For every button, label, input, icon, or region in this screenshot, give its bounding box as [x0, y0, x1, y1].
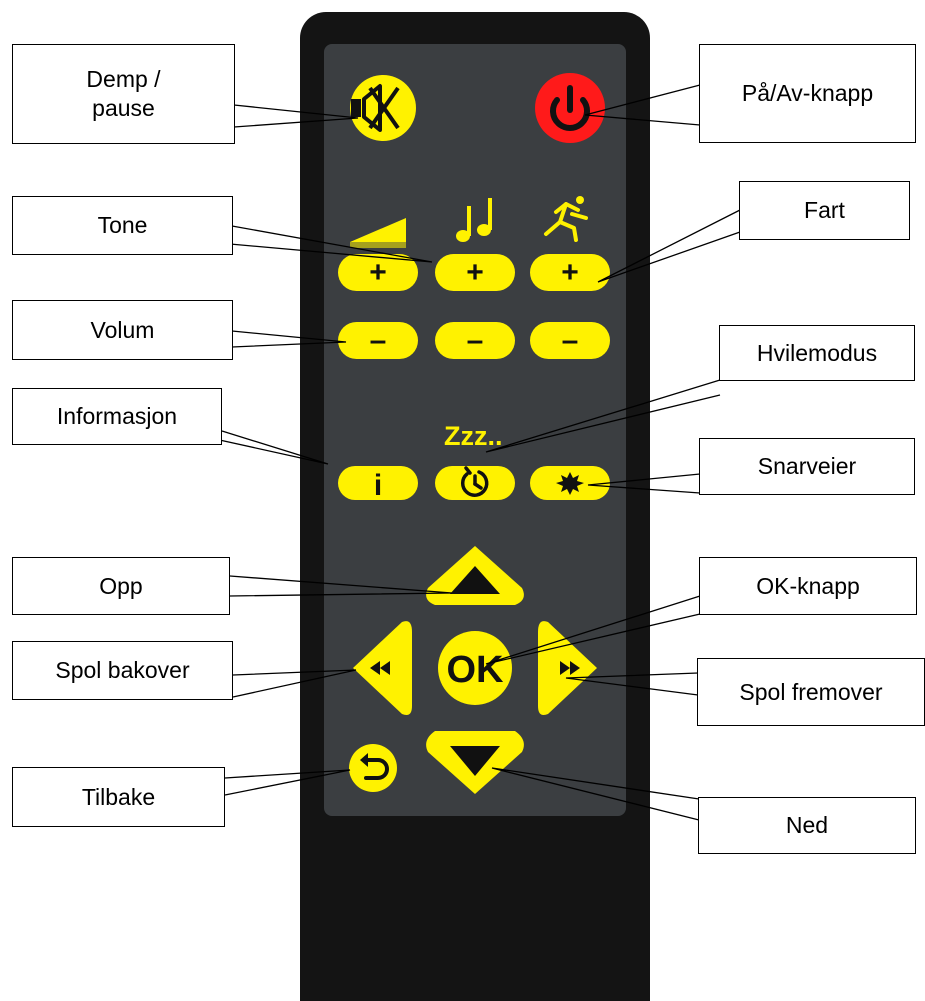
star-burst-icon — [556, 472, 584, 495]
down-button[interactable] — [426, 731, 524, 794]
fast-forward-icon — [560, 661, 580, 675]
speed-minus-label: – — [562, 324, 579, 357]
volume-plus-label: + — [369, 256, 387, 289]
speed-plus-label: + — [561, 256, 579, 289]
callout-rewind: Spol bakover — [12, 641, 233, 700]
forward-button[interactable] — [538, 621, 597, 715]
shortcuts-button[interactable] — [530, 466, 610, 500]
sleep-zzz-label: Zzz.. — [444, 421, 503, 451]
callout-speed: Fart — [739, 181, 910, 240]
tone-minus-label: – — [467, 324, 484, 357]
return-arrow-icon — [360, 753, 389, 780]
sleep-button[interactable] — [435, 466, 515, 500]
up-button[interactable] — [426, 546, 524, 605]
back-button[interactable] — [349, 744, 397, 792]
power-icon — [550, 85, 590, 131]
volume-ramp-icon — [350, 218, 406, 248]
volume-minus-label: – — [370, 324, 387, 357]
power-button[interactable] — [535, 73, 605, 143]
tone-plus-button[interactable]: + — [435, 254, 515, 291]
callout-forward: Spol fremover — [697, 658, 925, 726]
speaker-mute-icon — [351, 84, 400, 132]
callout-leader-lines — [214, 84, 741, 821]
info-button[interactable]: i — [338, 466, 418, 502]
callout-power: På/Av-knapp — [699, 44, 916, 143]
ok-label: OK — [447, 649, 505, 691]
mute-button[interactable] — [350, 75, 416, 141]
ok-button[interactable]: OK — [438, 631, 512, 705]
speed-minus-button[interactable]: – — [530, 322, 610, 359]
callout-up: Opp — [12, 557, 230, 615]
tone-plus-label: + — [466, 256, 484, 289]
timer-icon — [460, 466, 489, 497]
callout-sleep: Hvilemodus — [719, 325, 915, 381]
callout-mute: Demp / pause — [12, 44, 235, 144]
callout-down: Ned — [698, 797, 916, 854]
callout-tone: Tone — [12, 196, 233, 255]
running-person-icon — [544, 196, 588, 242]
callout-ok: OK-knapp — [699, 557, 917, 615]
speed-plus-button[interactable]: + — [530, 254, 610, 291]
triangle-down-icon — [450, 746, 500, 776]
callout-back: Tilbake — [12, 767, 225, 827]
music-notes-icon — [456, 198, 492, 242]
triangle-up-icon — [450, 566, 500, 594]
info-label: i — [374, 469, 382, 502]
rewind-icon — [370, 661, 390, 675]
volume-plus-button[interactable]: + — [338, 254, 418, 291]
rewind-button[interactable] — [353, 621, 412, 715]
callout-volume: Volum — [12, 300, 233, 360]
callout-info: Informasjon — [12, 388, 222, 445]
tone-minus-button[interactable]: – — [435, 322, 515, 359]
callout-shortcuts: Snarveier — [699, 438, 915, 495]
volume-minus-button[interactable]: – — [338, 322, 418, 359]
